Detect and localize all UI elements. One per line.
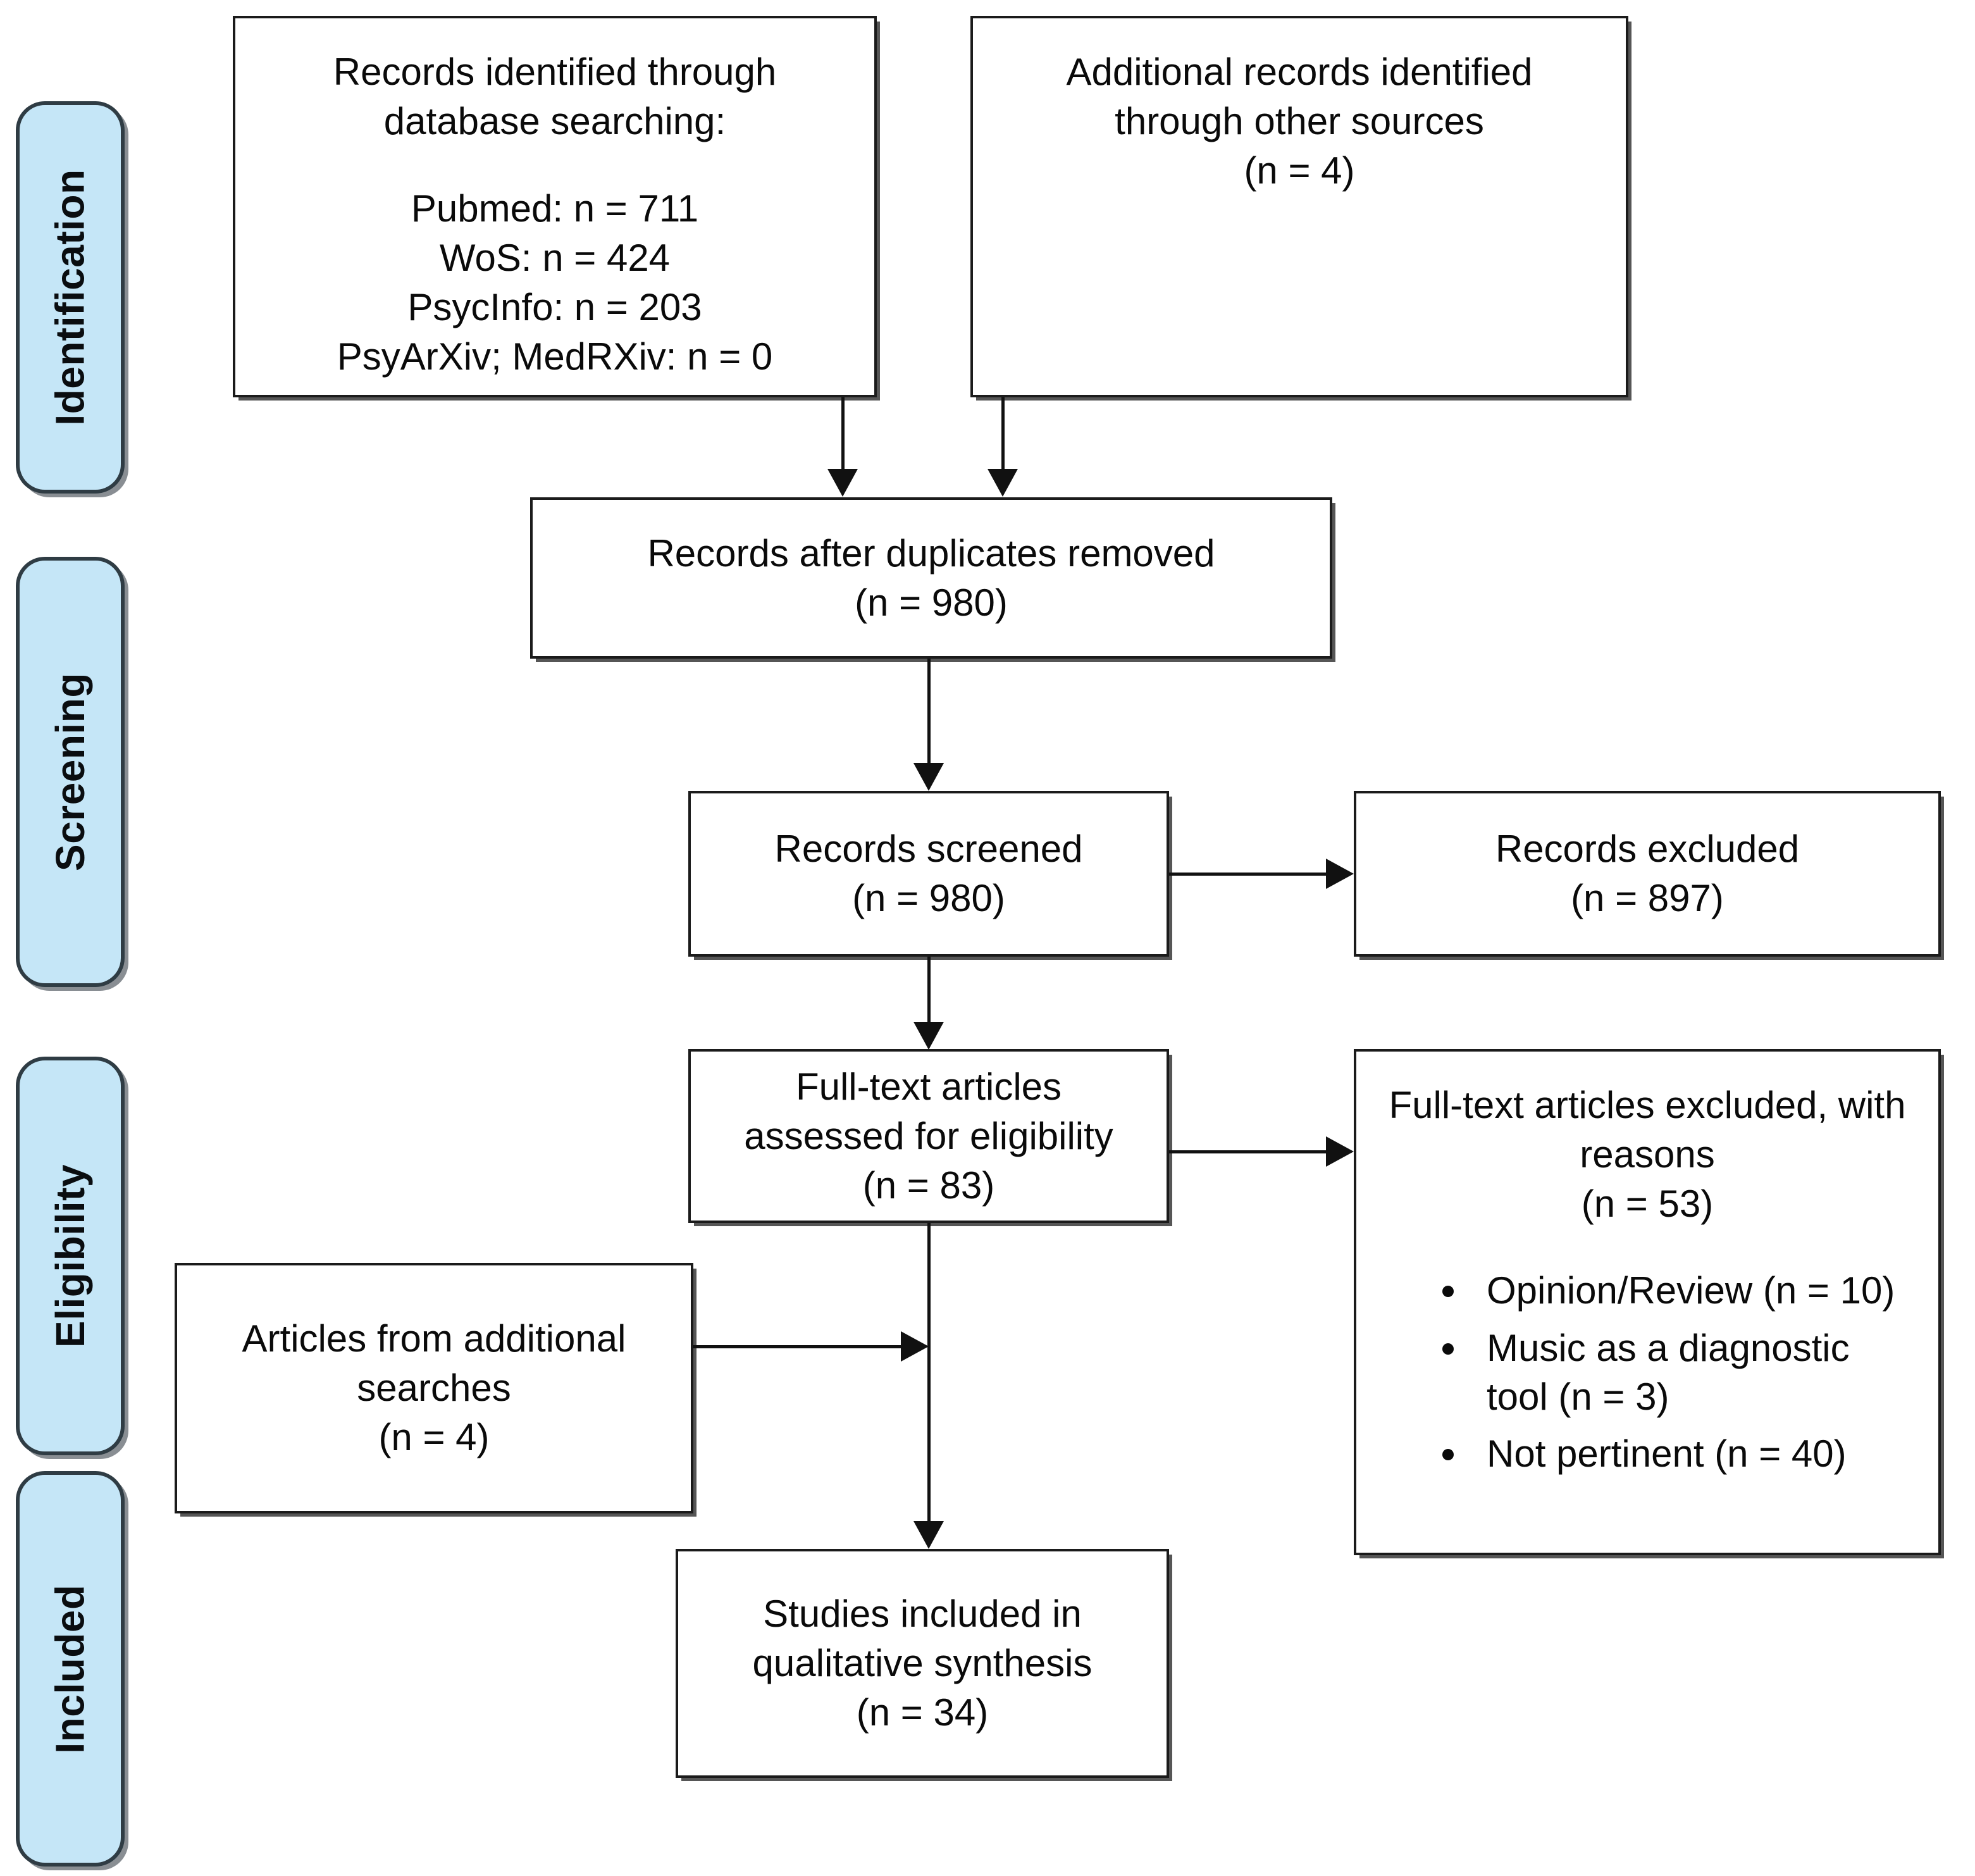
box-records-excluded: Records excluded (n = 897) (1354, 791, 1941, 957)
box-fulltext-excluded-with-reasons: Full-text articles excluded, with reason… (1354, 1049, 1941, 1555)
studies-included-count: (n = 34) (856, 1691, 989, 1734)
box-records-identified-database: Records identified through database sear… (233, 16, 877, 397)
after-duplicates-line1: Records after duplicates removed (647, 531, 1215, 575)
phase-label-identification: Identification (47, 169, 93, 426)
connector-fulltext-to-excluded-reasons (1169, 1150, 1326, 1153)
fulltext-excluded-line2: reasons (1580, 1133, 1715, 1176)
connector-screened-to-fulltext (927, 957, 931, 1022)
connector-duplicates-to-screened (927, 659, 931, 763)
records-excluded-count: (n = 897) (1571, 877, 1724, 919)
box-fulltext-assessed: Full-text articles assessed for eligibil… (688, 1049, 1169, 1223)
connector-additional-searches-to-spine (693, 1345, 901, 1348)
fulltext-assessed-line1: Full-text articles (795, 1065, 1062, 1108)
arrowhead-other-sources-to-duplicates (987, 469, 1018, 497)
database-search-heading-line2: database searching: (383, 100, 726, 142)
phase-label-eligibility: Eligibility (47, 1164, 93, 1348)
arrowhead-screened-to-fulltext (913, 1022, 944, 1050)
phase-pill-screening: Screening (16, 557, 125, 987)
box-studies-included: Studies included in qualitative synthesi… (676, 1549, 1169, 1778)
studies-included-line1: Studies included in (763, 1593, 1082, 1635)
arrowhead-additional-searches-to-spine (901, 1331, 929, 1362)
phase-label-screening: Screening (47, 673, 93, 871)
exclusion-reason-not-pertinent: Not pertinent (n = 40) (1432, 1430, 1917, 1479)
box-records-screened: Records screened (n = 980) (688, 791, 1169, 957)
exclusion-reason-music-diagnostic-tool: Music as a diagnostic tool (n = 3) (1432, 1324, 1917, 1422)
connector-fulltext-to-studies-included (927, 1223, 931, 1546)
other-sources-line2: through other sources (1115, 100, 1484, 142)
arrowhead-fulltext-to-studies-included (913, 1521, 944, 1549)
other-sources-line1: Additional records identified (1066, 51, 1533, 93)
phase-pill-included: Included (16, 1471, 125, 1867)
arrowhead-screened-to-excluded (1326, 859, 1354, 889)
records-excluded-line1: Records excluded (1495, 828, 1800, 870)
fulltext-excluded-line1: Full-text articles excluded, with (1389, 1084, 1906, 1126)
database-source-wos: WoS: n = 424 (439, 237, 671, 279)
fulltext-excluded-count: (n = 53) (1581, 1183, 1714, 1225)
connector-database-to-duplicates (841, 397, 845, 469)
box-records-after-duplicates: Records after duplicates removed (n = 98… (530, 497, 1332, 659)
fulltext-assessed-count: (n = 83) (862, 1164, 995, 1207)
exclusion-reason-opinion-review: Opinion/Review (n = 10) (1432, 1267, 1917, 1315)
arrowhead-duplicates-to-screened (913, 763, 944, 791)
database-search-heading-line1: Records identified through (333, 51, 777, 93)
additional-searches-line1: Articles from additional (242, 1317, 626, 1360)
database-source-psycinfo: PsycInfo: n = 203 (407, 286, 702, 328)
exclusion-reason-list: Opinion/Review (n = 10) Music as a diagn… (1356, 1267, 1938, 1479)
after-duplicates-count: (n = 980) (855, 581, 1008, 624)
additional-searches-line2: searches (357, 1367, 511, 1409)
arrowhead-database-to-duplicates (827, 469, 858, 497)
database-source-preprints: PsyArXiv; MedRXiv: n = 0 (337, 335, 773, 378)
box-articles-additional-searches: Articles from additional searches (n = 4… (175, 1263, 693, 1513)
arrowhead-fulltext-to-excluded-reasons (1326, 1136, 1354, 1167)
phase-pill-eligibility: Eligibility (16, 1057, 125, 1455)
fulltext-assessed-line2: assessed for eligibility (744, 1114, 1113, 1157)
additional-searches-count: (n = 4) (378, 1416, 490, 1458)
database-source-pubmed: Pubmed: n = 711 (411, 187, 699, 230)
connector-other-sources-to-duplicates (1001, 397, 1005, 469)
other-sources-count: (n = 4) (1244, 149, 1355, 192)
phase-pill-identification: Identification (16, 101, 125, 494)
connector-screened-to-excluded (1169, 873, 1326, 876)
phase-label-included: Included (47, 1584, 93, 1754)
box-additional-records-other-sources: Additional records identified through ot… (970, 16, 1628, 397)
records-screened-line1: Records screened (774, 828, 1083, 870)
studies-included-line2: qualitative synthesis (752, 1642, 1093, 1684)
records-screened-count: (n = 980) (852, 877, 1005, 919)
